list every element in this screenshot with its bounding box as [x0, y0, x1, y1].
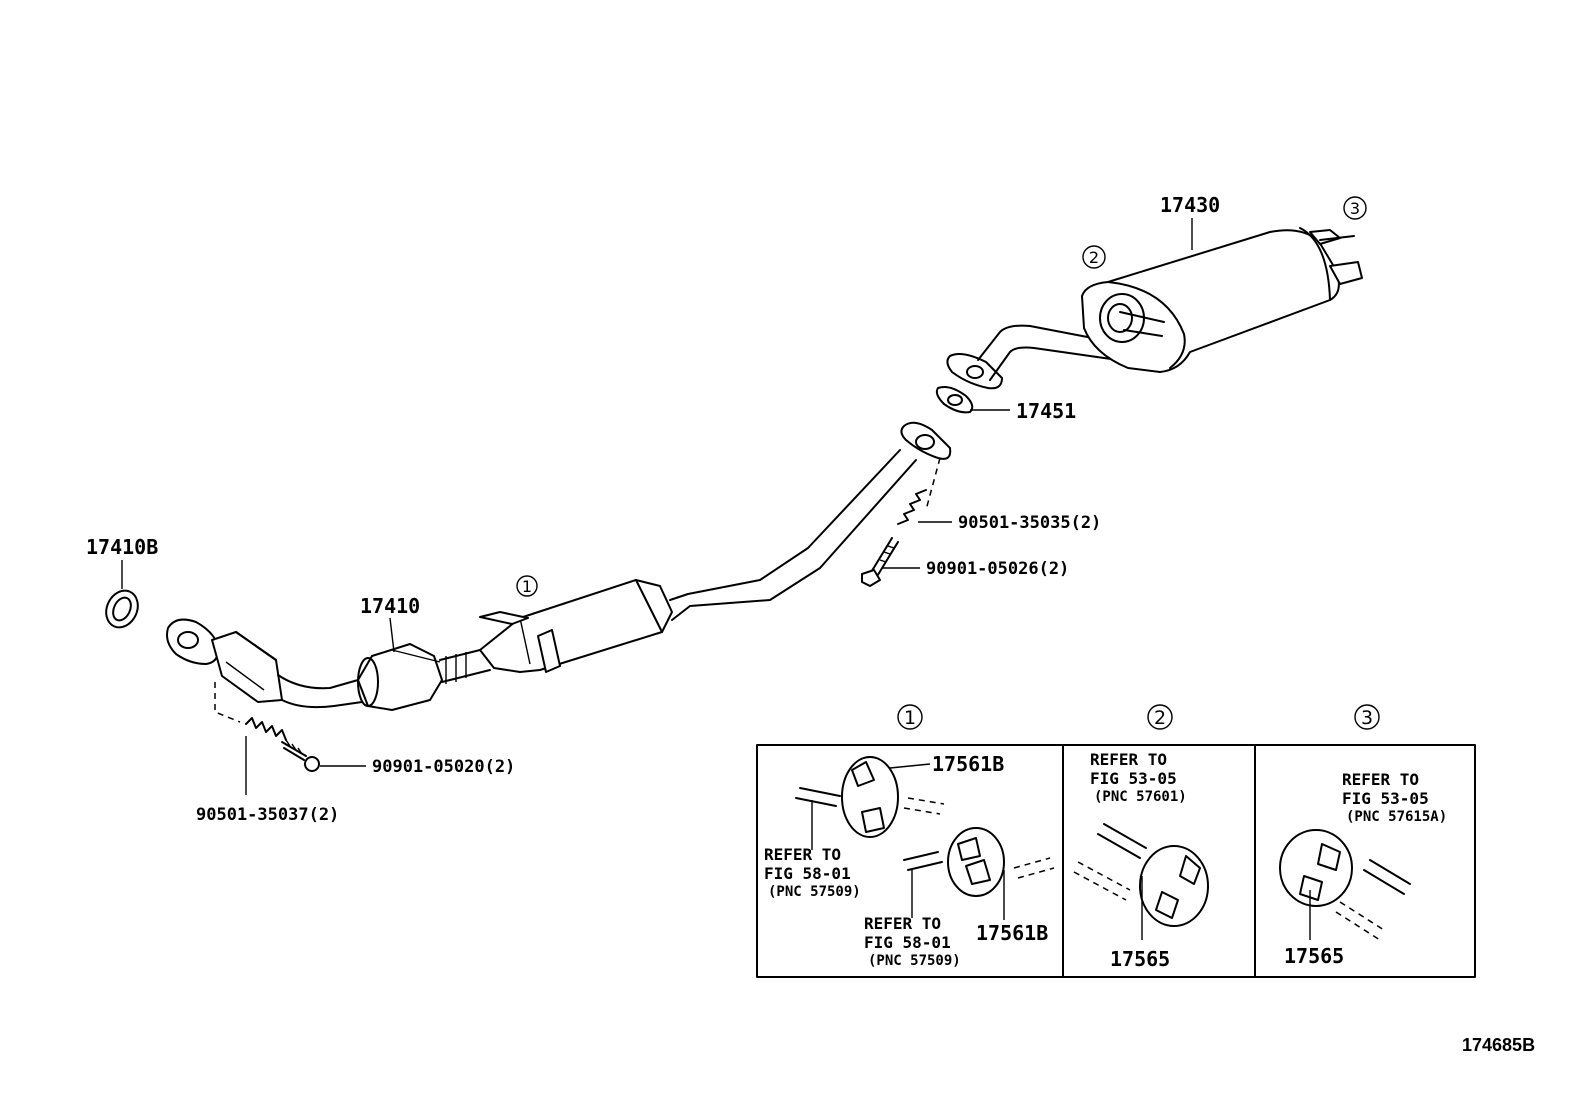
svg-text:1: 1 [522, 577, 532, 596]
detail-1-part-top: 17561B [932, 752, 1004, 776]
detail-marker-2: 2 [1147, 704, 1173, 730]
detail-3-ref-line1: REFER TO [1342, 770, 1419, 789]
callout-2: 2 [1082, 245, 1106, 269]
callout-3: 3 [1343, 196, 1367, 220]
detail-2-ref-line3: (PNC 57601) [1094, 789, 1187, 805]
label-90501-35037: 90501-35037(2) [196, 805, 339, 825]
svg-text:2: 2 [1089, 248, 1099, 267]
label-17451: 17451 [1016, 399, 1076, 423]
detail-1-part-bottom: 17561B [976, 921, 1048, 945]
detail-2-ref-line1: REFER TO [1090, 750, 1167, 769]
detail-1-hangers [795, 756, 1055, 920]
detail-1-ref-a-line3: (PNC 57509) [768, 884, 861, 900]
svg-text:3: 3 [1361, 707, 1373, 729]
bolt-90901-05026 [861, 537, 920, 587]
svg-text:3: 3 [1350, 199, 1360, 218]
gasket-17451 [935, 386, 1010, 414]
detail-3-ref-line3: (PNC 57615A) [1346, 809, 1447, 825]
detail-3-hanger [1279, 829, 1411, 941]
label-17410b: 17410B [86, 535, 158, 559]
detail-marker-3: 3 [1354, 704, 1380, 730]
svg-text:2: 2 [1154, 707, 1166, 729]
detail-2-part: 17565 [1110, 947, 1170, 971]
svg-text:1: 1 [904, 707, 916, 729]
muffler-17430 [946, 227, 1363, 390]
detail-1-ref-b-line1: REFER TO [864, 914, 941, 933]
detail-1-ref-b-line3: (PNC 57509) [868, 953, 961, 969]
detail-2-ref-line2: FIG 53-05 [1090, 769, 1177, 788]
label-17410: 17410 [360, 594, 420, 618]
detail-1-ref-a-line1: REFER TO [764, 845, 841, 864]
front-pipe-17410 [166, 421, 952, 711]
spring-90501-35035 [897, 457, 952, 525]
detail-1-ref-a-line2: FIG 58-01 [764, 864, 851, 883]
detail-3-ref-line2: FIG 53-05 [1342, 789, 1429, 808]
spring-90501-35037 [214, 682, 287, 795]
label-90901-05020: 90901-05020(2) [372, 757, 515, 777]
leader-17410 [389, 617, 395, 653]
detail-3-part: 17565 [1284, 944, 1344, 968]
label-90901-05026: 90901-05026(2) [926, 559, 1069, 579]
diagram-code: 174685B [1462, 1035, 1535, 1055]
label-17430: 17430 [1160, 193, 1220, 217]
detail-marker-1: 1 [897, 704, 923, 730]
detail-2-hanger [1073, 823, 1209, 940]
label-90501-35035: 90501-35035(2) [958, 513, 1101, 533]
gasket-17410b [105, 560, 139, 629]
bolt-90901-05020 [281, 739, 366, 772]
callout-1: 1 [516, 575, 538, 597]
detail-1-ref-b-line2: FIG 58-01 [864, 933, 951, 952]
detail-box [756, 744, 1476, 978]
